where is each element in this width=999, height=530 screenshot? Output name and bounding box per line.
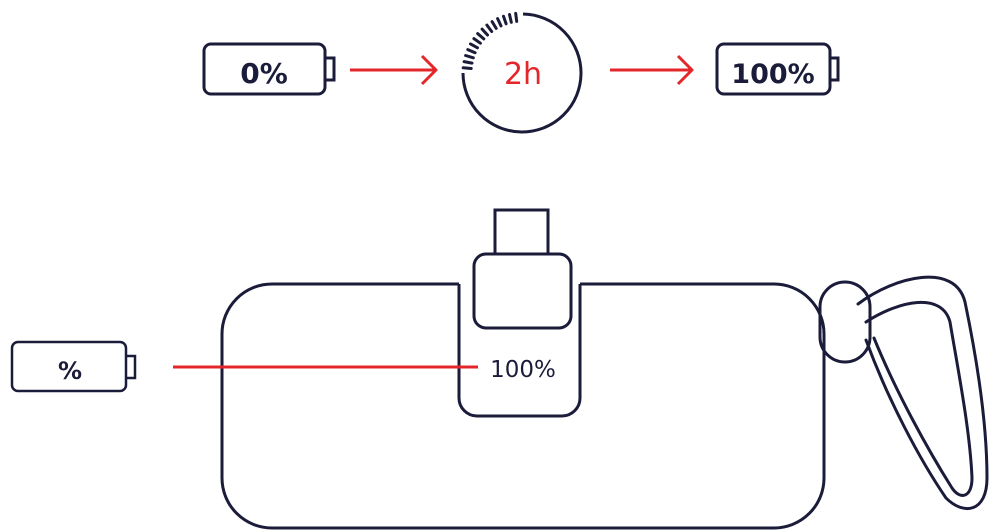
dial-tick: [469, 42, 479, 50]
battery-end-terminal: [830, 56, 840, 82]
display-pocket: [457, 284, 582, 418]
wrist-strap-inner: [864, 300, 974, 497]
power-bank-body: [220, 282, 826, 530]
battery-end-label: 100%: [731, 59, 814, 90]
dial-tick: [476, 32, 486, 41]
dial-tick: [466, 48, 477, 55]
dial-tick: [490, 20, 498, 30]
dial-tick: [514, 11, 519, 23]
dial-tick: [472, 37, 482, 45]
dial-tick: [508, 13, 513, 24]
dial-tick: [480, 27, 489, 37]
timer-dial-ticks-icon: [461, 11, 519, 70]
dial-tick: [496, 17, 503, 28]
dial-tick: [502, 14, 508, 26]
charge-duration-label: 2h: [504, 57, 542, 92]
wrist-strap-outer: [856, 275, 989, 511]
battery-end-body: [715, 42, 832, 96]
indicator-battery: %: [10, 340, 137, 393]
battery-start-terminal: [325, 56, 336, 82]
indicator-battery-body: [10, 340, 128, 393]
battery-end: 100%: [715, 42, 840, 96]
dial-tick: [462, 60, 474, 65]
lanyard-loop: [818, 280, 872, 364]
battery-start: 0%: [202, 42, 336, 96]
timer-dial-arc: [461, 12, 583, 134]
display-reading: 100%: [490, 357, 556, 383]
timer-dial: 2h: [461, 11, 583, 134]
battery-start-body: [202, 42, 327, 96]
usb-c-connector-icon: [493, 208, 550, 256]
power-bank: 100%: [220, 208, 989, 530]
arrow-right-icon: [350, 54, 438, 86]
dial-tick: [461, 66, 473, 70]
battery-start-label: 0%: [240, 57, 288, 90]
indicator-battery-terminal: [126, 354, 137, 380]
indicator-battery-label: %: [58, 357, 82, 385]
dial-tick: [464, 54, 475, 60]
arrow-right-icon: [610, 54, 694, 86]
usb-c-plug-head: [472, 252, 573, 330]
dial-tick: [485, 23, 494, 33]
